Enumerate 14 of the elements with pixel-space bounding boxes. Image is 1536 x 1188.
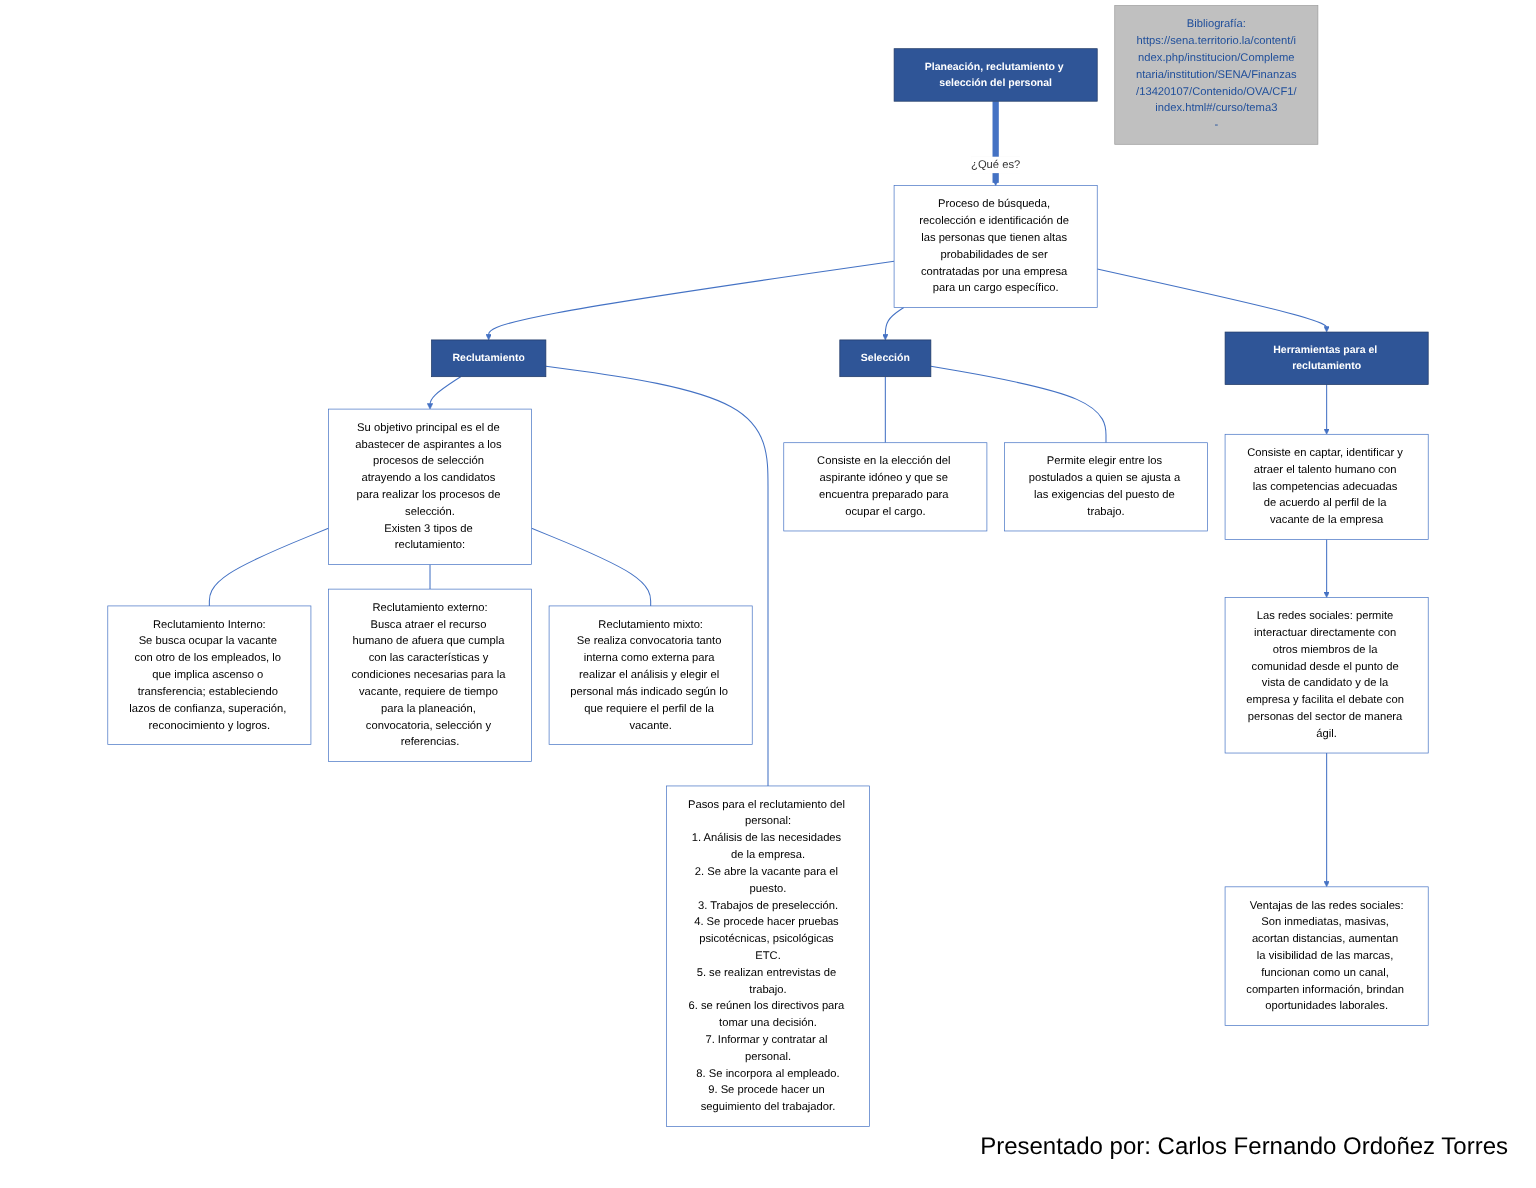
- arrow: [882, 307, 905, 341]
- connector: [531, 527, 652, 607]
- arrow: [426, 376, 462, 410]
- arrow: [1096, 268, 1330, 333]
- presenter-credit: Presentado por: Carlos Fernando Ordoñez Torres: [980, 1132, 1508, 1160]
- connector: [884, 376, 886, 444]
- connector: [930, 365, 1107, 444]
- arrow: [1323, 752, 1330, 888]
- arrow: [485, 260, 895, 341]
- arrow: [1323, 538, 1330, 598]
- arrow: [1323, 384, 1330, 435]
- connector: [429, 564, 431, 590]
- arrow: [992, 101, 999, 186]
- connector: [208, 527, 329, 607]
